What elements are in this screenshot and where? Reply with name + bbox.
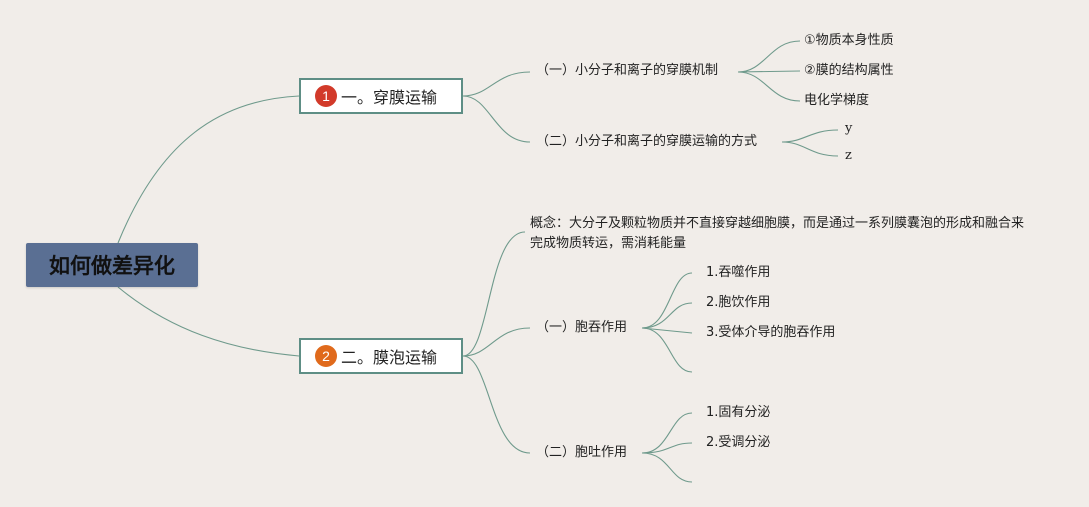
- connector-b2-sub1: [462, 327, 531, 357]
- connector-b1s1-leaf3: [737, 71, 801, 102]
- b2s1-leaf-1[interactable]: 1.吞噬作用: [706, 265, 771, 280]
- connector-b2s1-leaf2: [641, 302, 693, 329]
- b2s1-leaf-3[interactable]: 3.受体介导的胞吞作用: [706, 325, 836, 340]
- b1-sub2-label[interactable]: （二）小分子和离子的穿膜运输的方式: [536, 134, 758, 149]
- b1s1-leaf-1[interactable]: ①物质本身性质: [804, 33, 894, 48]
- b1s1-leaf-3[interactable]: 电化学梯度: [804, 93, 870, 108]
- connector-b1s2-leaf2: [781, 141, 839, 157]
- connector-b2-sub2: [462, 355, 531, 454]
- connector-b2s2-leaf3: [641, 452, 693, 483]
- connector-b2s1-leaf4: [641, 327, 693, 373]
- connector-b1-sub1: [462, 71, 531, 97]
- b2-sub1-label[interactable]: （一）胞吞作用: [536, 320, 628, 335]
- b2s1-leaf-2[interactable]: 2.胞饮作用: [706, 295, 771, 310]
- connector-b2s2-leaf1: [641, 412, 693, 454]
- b2s2-leaf-1[interactable]: 1.固有分泌: [706, 405, 771, 420]
- connector-b2s1-leaf1: [641, 272, 693, 329]
- b1s2-leaf-2[interactable]: z: [845, 148, 852, 163]
- b1s2-leaf-1[interactable]: y: [845, 121, 853, 136]
- branch-2-badge: 2: [315, 345, 337, 367]
- connector-b2s2-leaf2: [641, 442, 693, 454]
- connector-b2s1-leaf3: [641, 327, 693, 334]
- connector-b1s1-leaf2: [737, 70, 801, 73]
- branch-node-1[interactable]: 1 一。穿膜运输: [299, 78, 463, 114]
- root-label: 如何做差异化: [49, 254, 175, 278]
- branch-1-badge: 1: [315, 85, 337, 107]
- branch-2-label: 二。膜泡运输: [341, 348, 438, 367]
- b1-sub1-label[interactable]: （一）小分子和离子的穿膜机制: [536, 63, 719, 78]
- connector-b1s1-leaf1: [737, 40, 801, 73]
- b2-sub2-label[interactable]: （二）胞吐作用: [536, 445, 628, 460]
- branch-node-2[interactable]: 2 二。膜泡运输: [299, 338, 463, 374]
- connector-b2-concept: [462, 231, 526, 357]
- connector-root-branch2: [117, 286, 300, 357]
- root-node[interactable]: 如何做差异化: [26, 243, 198, 287]
- branch-1-label: 一。穿膜运输: [341, 88, 438, 107]
- b1s1-leaf-2[interactable]: ②膜的结构属性: [804, 63, 894, 78]
- connector-b1-sub2: [462, 95, 531, 143]
- b2s2-leaf-2[interactable]: 2.受调分泌: [706, 435, 771, 450]
- b2-concept-text[interactable]: 概念：大分子及颗粒物质并不直接穿越细胞膜，而是通过一系列膜囊泡的形成和融合来完成…: [530, 216, 1025, 251]
- connector-root-branch1: [117, 95, 300, 244]
- connector-b1s2-leaf1: [781, 129, 839, 143]
